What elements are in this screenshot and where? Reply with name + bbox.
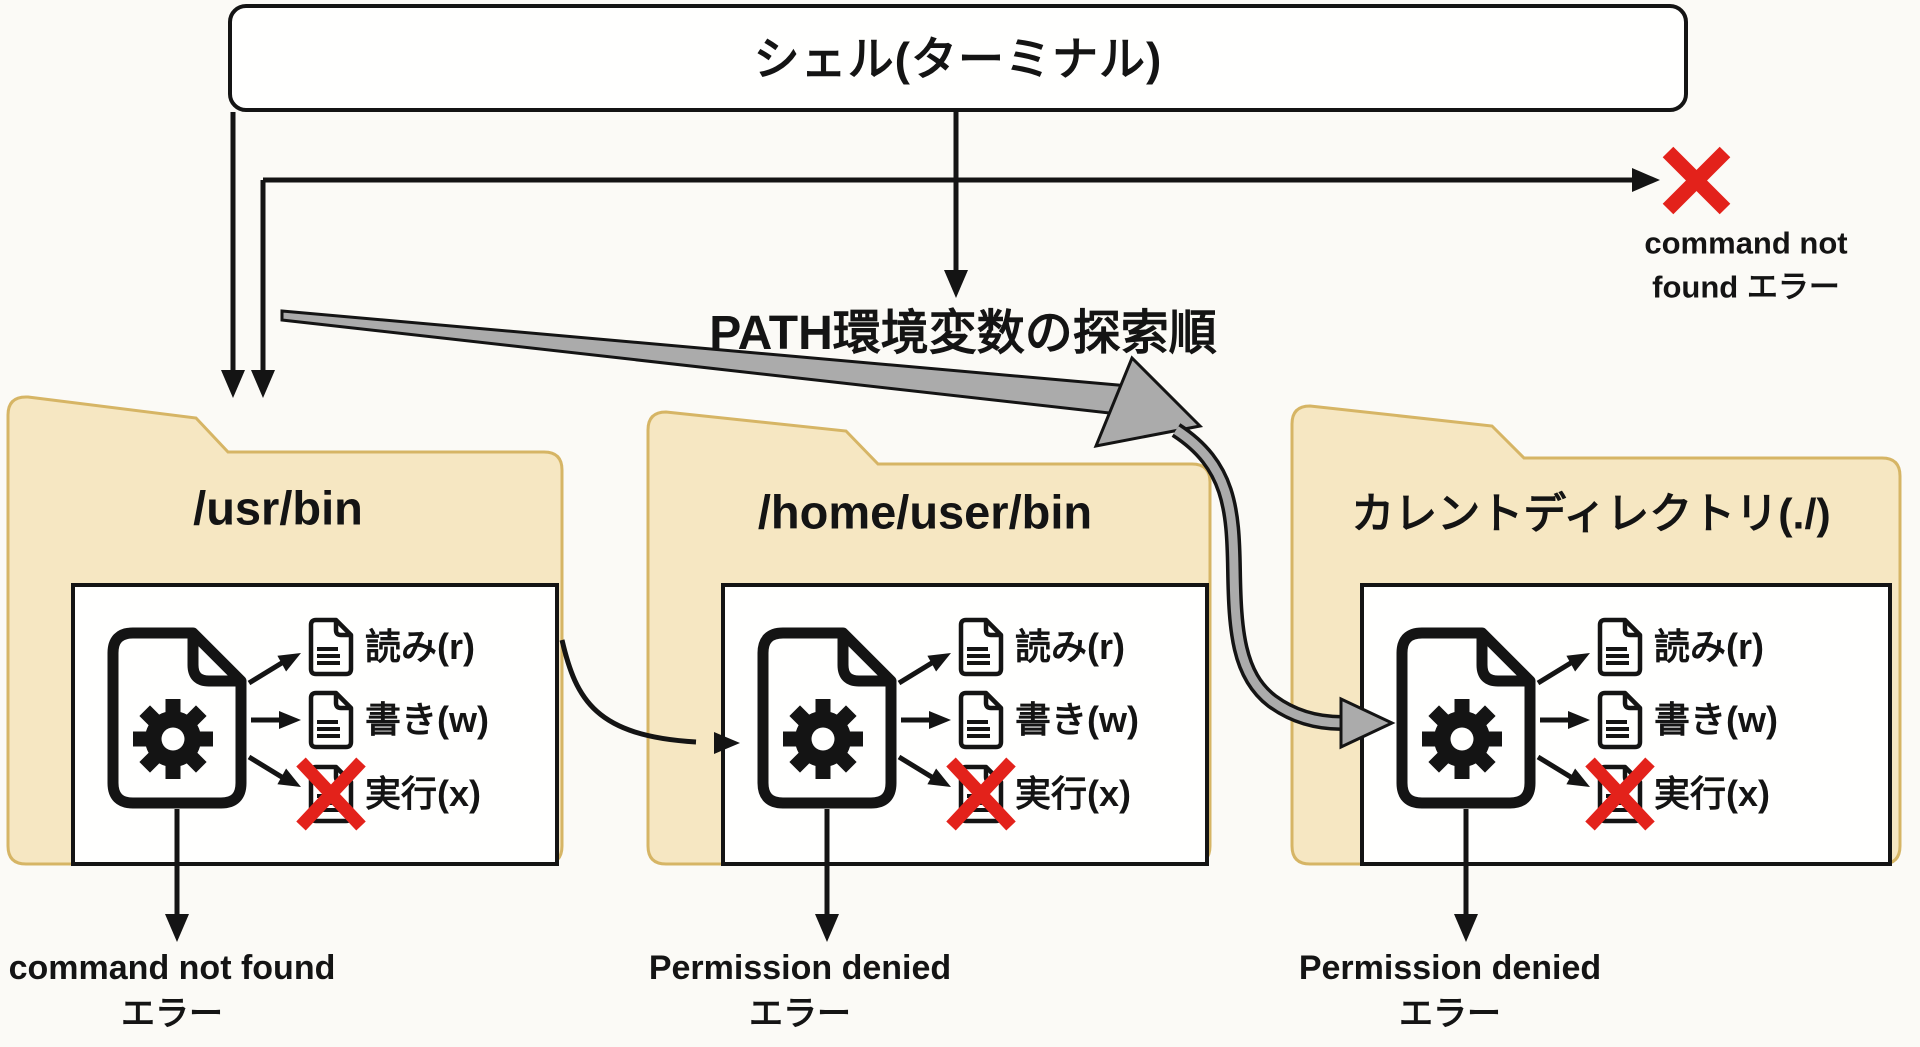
document-icon bbox=[1600, 620, 1640, 674]
folder-content-0 bbox=[113, 620, 366, 942]
arrowhead-icon bbox=[221, 370, 245, 398]
to-execute-arrow bbox=[247, 754, 287, 782]
perm-label-execute: 実行(x) bbox=[1015, 773, 1131, 814]
error-current-dir-line1: Permission denied bbox=[1298, 949, 1602, 987]
perm-label-write: 書き(w) bbox=[1015, 699, 1139, 740]
red-x-icon bbox=[296, 757, 366, 831]
perm-label-write: 書き(w) bbox=[365, 699, 489, 740]
document-icon bbox=[311, 620, 351, 674]
perm-label-execute: 実行(x) bbox=[1654, 773, 1770, 814]
perm-label-write: 書き(w) bbox=[1654, 699, 1778, 740]
red-x-icon bbox=[946, 757, 1016, 831]
to-execute-arrow bbox=[1536, 754, 1576, 782]
path-search-order-label: PATH環境変数の探索順 bbox=[709, 307, 1217, 360]
document-icon bbox=[961, 693, 1001, 747]
arrowhead-icon bbox=[1632, 168, 1660, 192]
path-arrow-ribbon-head bbox=[1339, 696, 1396, 750]
shell-terminal-box bbox=[228, 4, 1688, 112]
arrowhead-icon bbox=[944, 270, 968, 298]
arrowhead-icon bbox=[815, 914, 839, 942]
gear-file-icon bbox=[763, 633, 891, 803]
to-read-arrow bbox=[247, 658, 287, 686]
arrowhead-icon bbox=[277, 768, 301, 787]
document-icon bbox=[1600, 693, 1640, 747]
shell-terminal-label: シェル(ターミナル) bbox=[753, 33, 1163, 85]
perm-label-read: 読み(r) bbox=[365, 626, 475, 667]
gear-file-icon bbox=[1402, 633, 1530, 803]
document-icon bbox=[961, 620, 1001, 674]
arrowhead-icon bbox=[714, 732, 740, 754]
error-usr-bin-line1: command not found bbox=[8, 949, 336, 987]
arrowhead-icon bbox=[165, 914, 189, 942]
arrowhead-icon bbox=[1566, 653, 1590, 672]
folder-name-usr-bin: /usr/bin bbox=[193, 481, 363, 535]
arrowhead-icon bbox=[927, 768, 951, 787]
error-home-bin-line2: エラー bbox=[749, 995, 851, 1033]
red-x-icon bbox=[1662, 146, 1731, 215]
error-usr-bin-line2: エラー bbox=[121, 995, 223, 1033]
folder-name-current-directory: カレントディレクトリ(./) bbox=[1351, 490, 1831, 539]
arrowhead-icon bbox=[929, 711, 951, 729]
folder-name-home-user-bin: /home/user/bin bbox=[757, 485, 1093, 539]
perm-label-read: 読み(r) bbox=[1654, 626, 1764, 667]
top-right-error-line2: found エラー bbox=[1652, 269, 1840, 305]
arrowhead-icon bbox=[277, 653, 301, 672]
arrowhead-icon bbox=[279, 711, 301, 729]
red-x-icon bbox=[1585, 757, 1655, 831]
perm-label-read: 読み(r) bbox=[1015, 626, 1125, 667]
top-right-error-line1: command not bbox=[1644, 225, 1848, 261]
path-arrow-head bbox=[1093, 355, 1204, 448]
to-execute-arrow bbox=[897, 754, 937, 782]
path-arrow-ribbon bbox=[1173, 426, 1343, 728]
arrowhead-icon bbox=[1566, 768, 1590, 787]
folder-content-1 bbox=[763, 620, 1016, 942]
to-read-arrow bbox=[1536, 658, 1576, 686]
folder-contents bbox=[113, 620, 1655, 942]
perm-label-execute: 実行(x) bbox=[365, 773, 481, 814]
to-read-arrow bbox=[897, 658, 937, 686]
folder-content-2 bbox=[1402, 620, 1655, 942]
path-search-order-arrow bbox=[280, 309, 1396, 750]
arrowhead-icon bbox=[1454, 914, 1478, 942]
arrowhead-icon bbox=[927, 653, 951, 672]
document-icon bbox=[311, 693, 351, 747]
arrowhead-icon bbox=[1568, 711, 1590, 729]
gear-file-icon bbox=[113, 633, 241, 803]
usrbin-to-homebin-connector bbox=[559, 639, 697, 745]
arrowhead-icon bbox=[251, 370, 275, 398]
error-home-bin-line1: Permission denied bbox=[648, 949, 952, 987]
error-current-dir-line2: エラー bbox=[1399, 995, 1501, 1033]
flow-arrows bbox=[221, 112, 1660, 754]
